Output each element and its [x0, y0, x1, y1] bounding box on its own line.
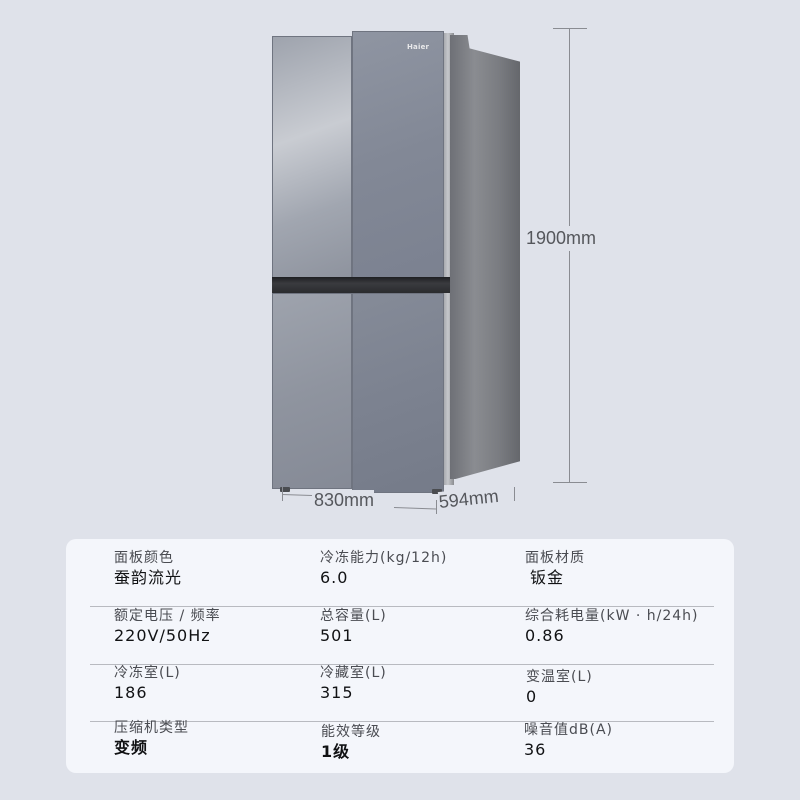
- height-dimension-line: [569, 28, 570, 483]
- spec-value: 变频: [114, 738, 149, 757]
- spec-cell: 噪音值dB(A) 36: [524, 721, 613, 761]
- spec-row: 面板颜色 蚕韵流光 冷冻能力(kg/12h) 6.0 面板材质 钣金: [90, 549, 714, 607]
- width-dimension-tick-left: [282, 487, 283, 501]
- depth-dimension-tick-right: [514, 487, 515, 501]
- spec-label: 噪音值dB(A): [524, 722, 613, 738]
- spec-value: 315: [320, 683, 354, 702]
- spec-row: 冷冻室(L) 186 冷藏室(L) 315 变温室(L) 0: [90, 664, 714, 722]
- spec-label: 综合耗电量(kW · h/24h): [525, 608, 699, 624]
- spec-label: 能效等级: [321, 724, 381, 740]
- fridge-door-top-right: [352, 31, 444, 283]
- depth-dimension-tick-left: [436, 500, 437, 514]
- fridge-foot: [432, 489, 442, 494]
- product-image-area: Haier 1900mm 830mm 594mm: [272, 27, 597, 514]
- spec-label: 冷藏室(L): [320, 665, 387, 681]
- fridge-door-bottom-left: [272, 293, 352, 489]
- height-dimension-label: 1900mm: [526, 226, 597, 251]
- fridge-door-top-left: [272, 36, 352, 283]
- spec-value: 186: [114, 683, 148, 702]
- spec-cell: 冷藏室(L) 315: [320, 664, 387, 704]
- spec-cell: 综合耗电量(kW · h/24h) 0.86: [525, 607, 699, 647]
- spec-value: 蚕韵流光: [114, 568, 183, 587]
- spec-value: 0: [526, 687, 538, 706]
- spec-row: 额定电压 / 频率 220V/50Hz 总容量(L) 501 综合耗电量(kW …: [90, 607, 714, 665]
- spec-cell: 压缩机类型 变频: [114, 719, 189, 759]
- spec-label: 压缩机类型: [114, 720, 189, 736]
- spec-label: 冷冻室(L): [114, 665, 181, 681]
- width-dimension-label: 830mm: [314, 490, 375, 511]
- fridge-handle-strip: [272, 277, 450, 293]
- spec-value: 501: [320, 626, 354, 645]
- spec-table-card: 面板颜色 蚕韵流光 冷冻能力(kg/12h) 6.0 面板材质 钣金 额定电压 …: [66, 539, 734, 773]
- fridge-door-bottom-right: [352, 293, 444, 493]
- spec-value: 钣金: [530, 568, 565, 587]
- fridge-side-panel: [450, 35, 520, 479]
- spec-value: 0.86: [525, 626, 565, 645]
- spec-cell: 冷冻室(L) 186: [114, 664, 181, 704]
- spec-cell: 面板颜色 蚕韵流光: [114, 549, 182, 589]
- spec-value: 36: [524, 740, 547, 759]
- spec-value: 6.0: [320, 568, 349, 587]
- spec-label: 总容量(L): [320, 608, 387, 624]
- spec-value: 1级: [321, 742, 351, 761]
- height-dimension-cap-bottom: [553, 482, 587, 483]
- spec-label: 变温室(L): [526, 669, 593, 685]
- spec-cell: 变温室(L) 0: [526, 668, 593, 708]
- spec-label: 面板颜色: [114, 550, 174, 566]
- spec-label: 冷冻能力(kg/12h): [320, 550, 448, 566]
- spec-label: 额定电压 / 频率: [114, 608, 221, 624]
- width-dimension-line-right: [393, 507, 436, 510]
- height-dimension-cap-top: [553, 28, 587, 29]
- spec-value: 220V/50Hz: [114, 626, 211, 645]
- spec-cell: 额定电压 / 频率 220V/50Hz: [114, 607, 221, 647]
- spec-cell: 冷冻能力(kg/12h) 6.0: [320, 549, 447, 589]
- refrigerator-image: Haier: [272, 27, 522, 497]
- spec-label: 面板材质: [525, 550, 585, 566]
- spec-cell: 面板材质 钣金: [525, 549, 585, 589]
- brand-logo: Haier: [407, 43, 430, 51]
- spec-cell: 总容量(L) 501: [320, 607, 387, 647]
- fridge-foot: [280, 487, 290, 492]
- spec-row: 压缩机类型 变频 能效等级 1级 噪音值dB(A) 36: [90, 719, 714, 776]
- spec-cell: 能效等级 1级: [321, 723, 381, 763]
